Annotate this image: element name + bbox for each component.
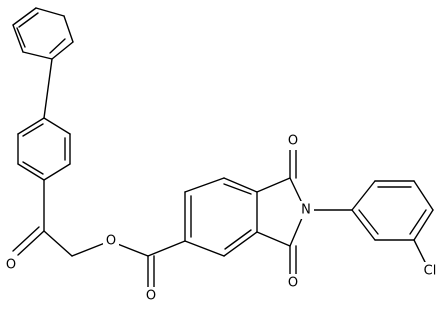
atom-labels: O O O O O N Cl (3, 132, 442, 305)
imide-ring (256, 177, 303, 247)
para-phenylene-ring (17, 117, 71, 181)
ester-ether-oxygen-label: O (106, 234, 116, 249)
chlorophenyl-ring (351, 180, 434, 263)
ketone-oxygen-label: O (6, 258, 16, 273)
biaryl-bond (43, 58, 53, 119)
ester-group (109, 240, 186, 288)
ester-carbonyl-oxygen-label: O (146, 289, 156, 304)
imide-nitrogen-label: N (301, 203, 311, 218)
chlorine-label: Cl (424, 264, 437, 279)
ketone-linker (12, 179, 111, 257)
benzo-ring (184, 177, 258, 257)
imide-oxygen-top-label: O (288, 134, 298, 149)
terminal-phenyl-ring (12, 7, 74, 60)
imide-oxygen-bottom-label: O (288, 276, 298, 291)
imide-carbonyls (289, 149, 297, 275)
